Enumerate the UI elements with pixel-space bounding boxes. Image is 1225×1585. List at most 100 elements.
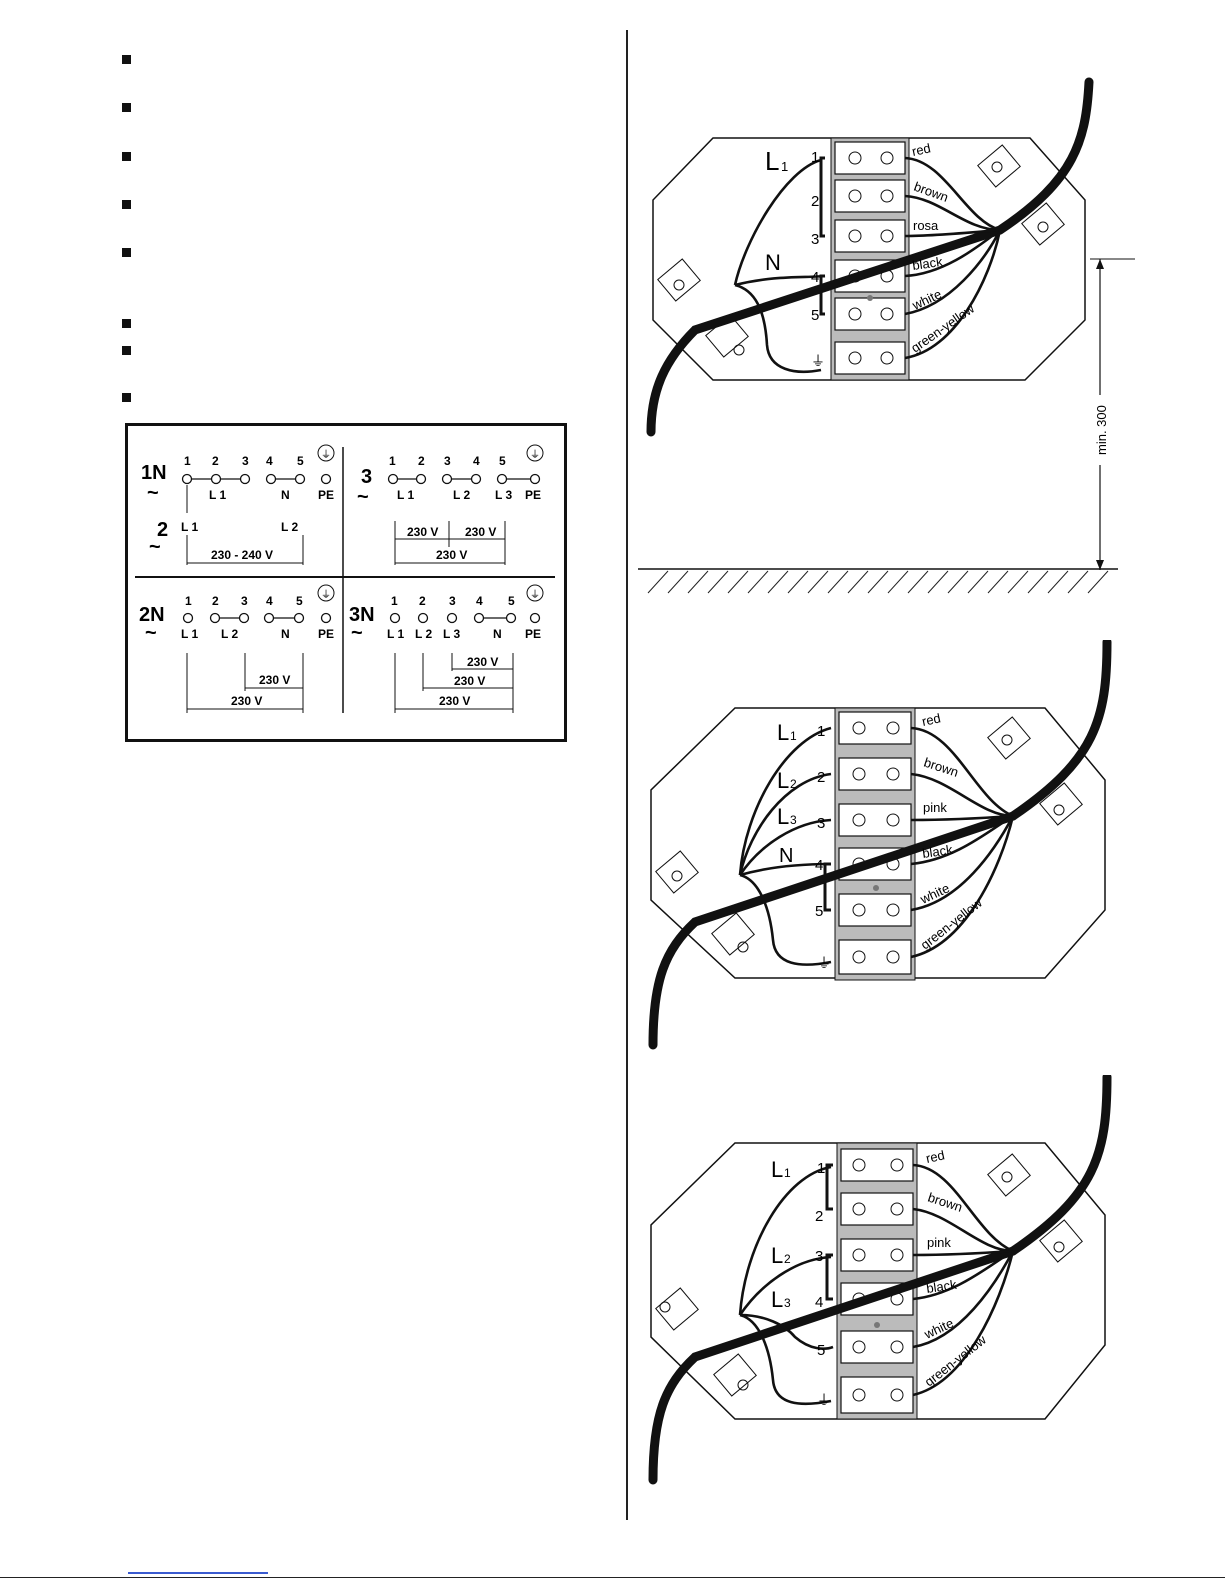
footer-rule (0, 1577, 1225, 1578)
wire-label: pink (927, 1235, 951, 1250)
phase-sub: 1 (784, 1166, 791, 1180)
wire-label: red (921, 710, 943, 729)
scheme-code: 2 (157, 519, 168, 541)
role-label: PE (318, 488, 334, 502)
phase-label: N (779, 845, 793, 867)
tilde: ~ (351, 622, 363, 644)
phase-label: L (771, 1287, 783, 1312)
wire-label: red (911, 140, 933, 159)
role-label: L 1 (181, 627, 198, 641)
terminal-num: 4 (476, 594, 483, 608)
terminal-num: 4 (815, 1294, 823, 1311)
ground-icon: ⏚ (811, 353, 825, 369)
phase-sub: 1 (790, 729, 797, 743)
bullet-3 (122, 152, 131, 161)
svg-text:⏚: ⏚ (530, 449, 540, 461)
phase-sub: 1 (781, 159, 788, 174)
terminal-num: 5 (296, 594, 303, 608)
terminal-num: 2 (418, 454, 425, 468)
phase-label: L (777, 720, 789, 745)
bullet-1 (122, 55, 131, 64)
wire-label: rosa (913, 218, 939, 233)
terminal-num: 3 (242, 454, 249, 468)
ground-icon: ⏚ (817, 955, 831, 971)
terminal-num: 5 (297, 454, 304, 468)
role-label: L 1 (181, 520, 198, 534)
column-divider (626, 30, 628, 1520)
role-label: L 3 (495, 488, 512, 502)
role-label: PE (525, 627, 541, 641)
svg-text:⏚: ⏚ (321, 589, 331, 601)
scheme-code: 1N (141, 462, 167, 484)
terminal-num: 1 (184, 454, 191, 468)
wire-label: black (921, 842, 954, 861)
role-label: L 1 (209, 488, 226, 502)
terminal-num: 5 (815, 903, 823, 920)
phase-sub: 2 (784, 1252, 791, 1266)
terminal-num: 1 (811, 149, 819, 166)
terminal-num: 4 (266, 454, 273, 468)
phase-label: L (771, 1157, 783, 1182)
terminal-num: 1 (817, 1160, 825, 1177)
dimension-label: min. 300 (1094, 405, 1109, 455)
role-label: L 2 (281, 520, 298, 534)
terminal-num: 1 (391, 594, 398, 608)
phase-label: L (771, 1243, 783, 1268)
terminal-num: 4 (266, 594, 273, 608)
terminal-num: 5 (499, 454, 506, 468)
wiring-diagram-3: L 1 L 2 L 3 1 2 3 4 5 ⏚ red brown pink b… (648, 1075, 1112, 1485)
tilde: ~ (357, 486, 369, 508)
bullet-2 (122, 103, 131, 112)
terminal-num: 4 (815, 857, 823, 874)
phase-label: L (777, 768, 789, 793)
phase-label: L (765, 146, 779, 176)
voltage-label: 230 V (465, 525, 496, 539)
bullet-8 (122, 393, 131, 402)
voltage-label: 230 V (436, 548, 467, 562)
terminal-num: 1 (185, 594, 192, 608)
role-label: N (493, 627, 502, 641)
terminal-num: 3 (449, 594, 456, 608)
scheme-code: 3 (361, 466, 372, 488)
terminal-num: 4 (473, 454, 480, 468)
terminal-num: 2 (212, 454, 219, 468)
role-label: PE (318, 627, 334, 641)
phase-sub: 3 (790, 813, 797, 827)
role-label: N (281, 488, 290, 502)
voltage-label: 230 V (259, 673, 290, 687)
tilde: ~ (145, 622, 157, 644)
bullet-7 (122, 346, 131, 355)
wiring-diagram-2: L 1 L 2 L 3 N 1 2 3 4 5 ⏚ red brown pink… (648, 640, 1112, 1050)
terminal-num: 2 (815, 1208, 823, 1225)
ground-icon: ⏚ (817, 1392, 831, 1408)
floor-hatch (638, 568, 1118, 594)
terminal-num: 3 (815, 1248, 823, 1265)
scheme-code: 2N (139, 604, 165, 626)
terminal-num: 5 (817, 1342, 825, 1359)
wire-label: black (911, 254, 944, 273)
terminal-num: 2 (212, 594, 219, 608)
connection-scheme-table: 1N ~ 1 2 3 4 5 ⏚ L 1 N PE 2 ~ L 1 L 2 23… (125, 423, 567, 742)
terminal-num: 3 (444, 454, 451, 468)
role-label: L 2 (453, 488, 470, 502)
voltage-label: 230 V (467, 655, 498, 669)
wiring-diagram-1: L 1 N 1 2 3 4 5 ⏚ red brown rosa black w… (646, 77, 1094, 437)
terminal-num: 2 (811, 193, 819, 210)
svg-text:⏚: ⏚ (321, 449, 331, 461)
phase-sub: 3 (784, 1296, 791, 1310)
voltage-label: 230 V (454, 674, 485, 688)
scheme-3n: 3N ~ 1 2 3 4 5 ⏚ L 1 L 2 L 3 N PE 230 V … (349, 584, 544, 713)
scheme-3: 3 ~ 1 2 3 4 5 ⏚ L 1 L 2 L 3 PE 230 V 230… (357, 444, 544, 565)
scheme-code: 3N (349, 604, 375, 626)
phase-label: N (765, 250, 781, 275)
role-label: N (281, 627, 290, 641)
bullet-4 (122, 200, 131, 209)
wire-label: pink (923, 800, 947, 815)
terminal-num: 3 (811, 231, 819, 248)
role-label: L 1 (387, 627, 404, 641)
terminal-num: 4 (811, 269, 819, 286)
phase-label: L (777, 804, 789, 829)
terminal-num: 5 (508, 594, 515, 608)
footer-link-underline[interactable] (128, 1572, 268, 1574)
terminal-num: 3 (817, 815, 825, 832)
